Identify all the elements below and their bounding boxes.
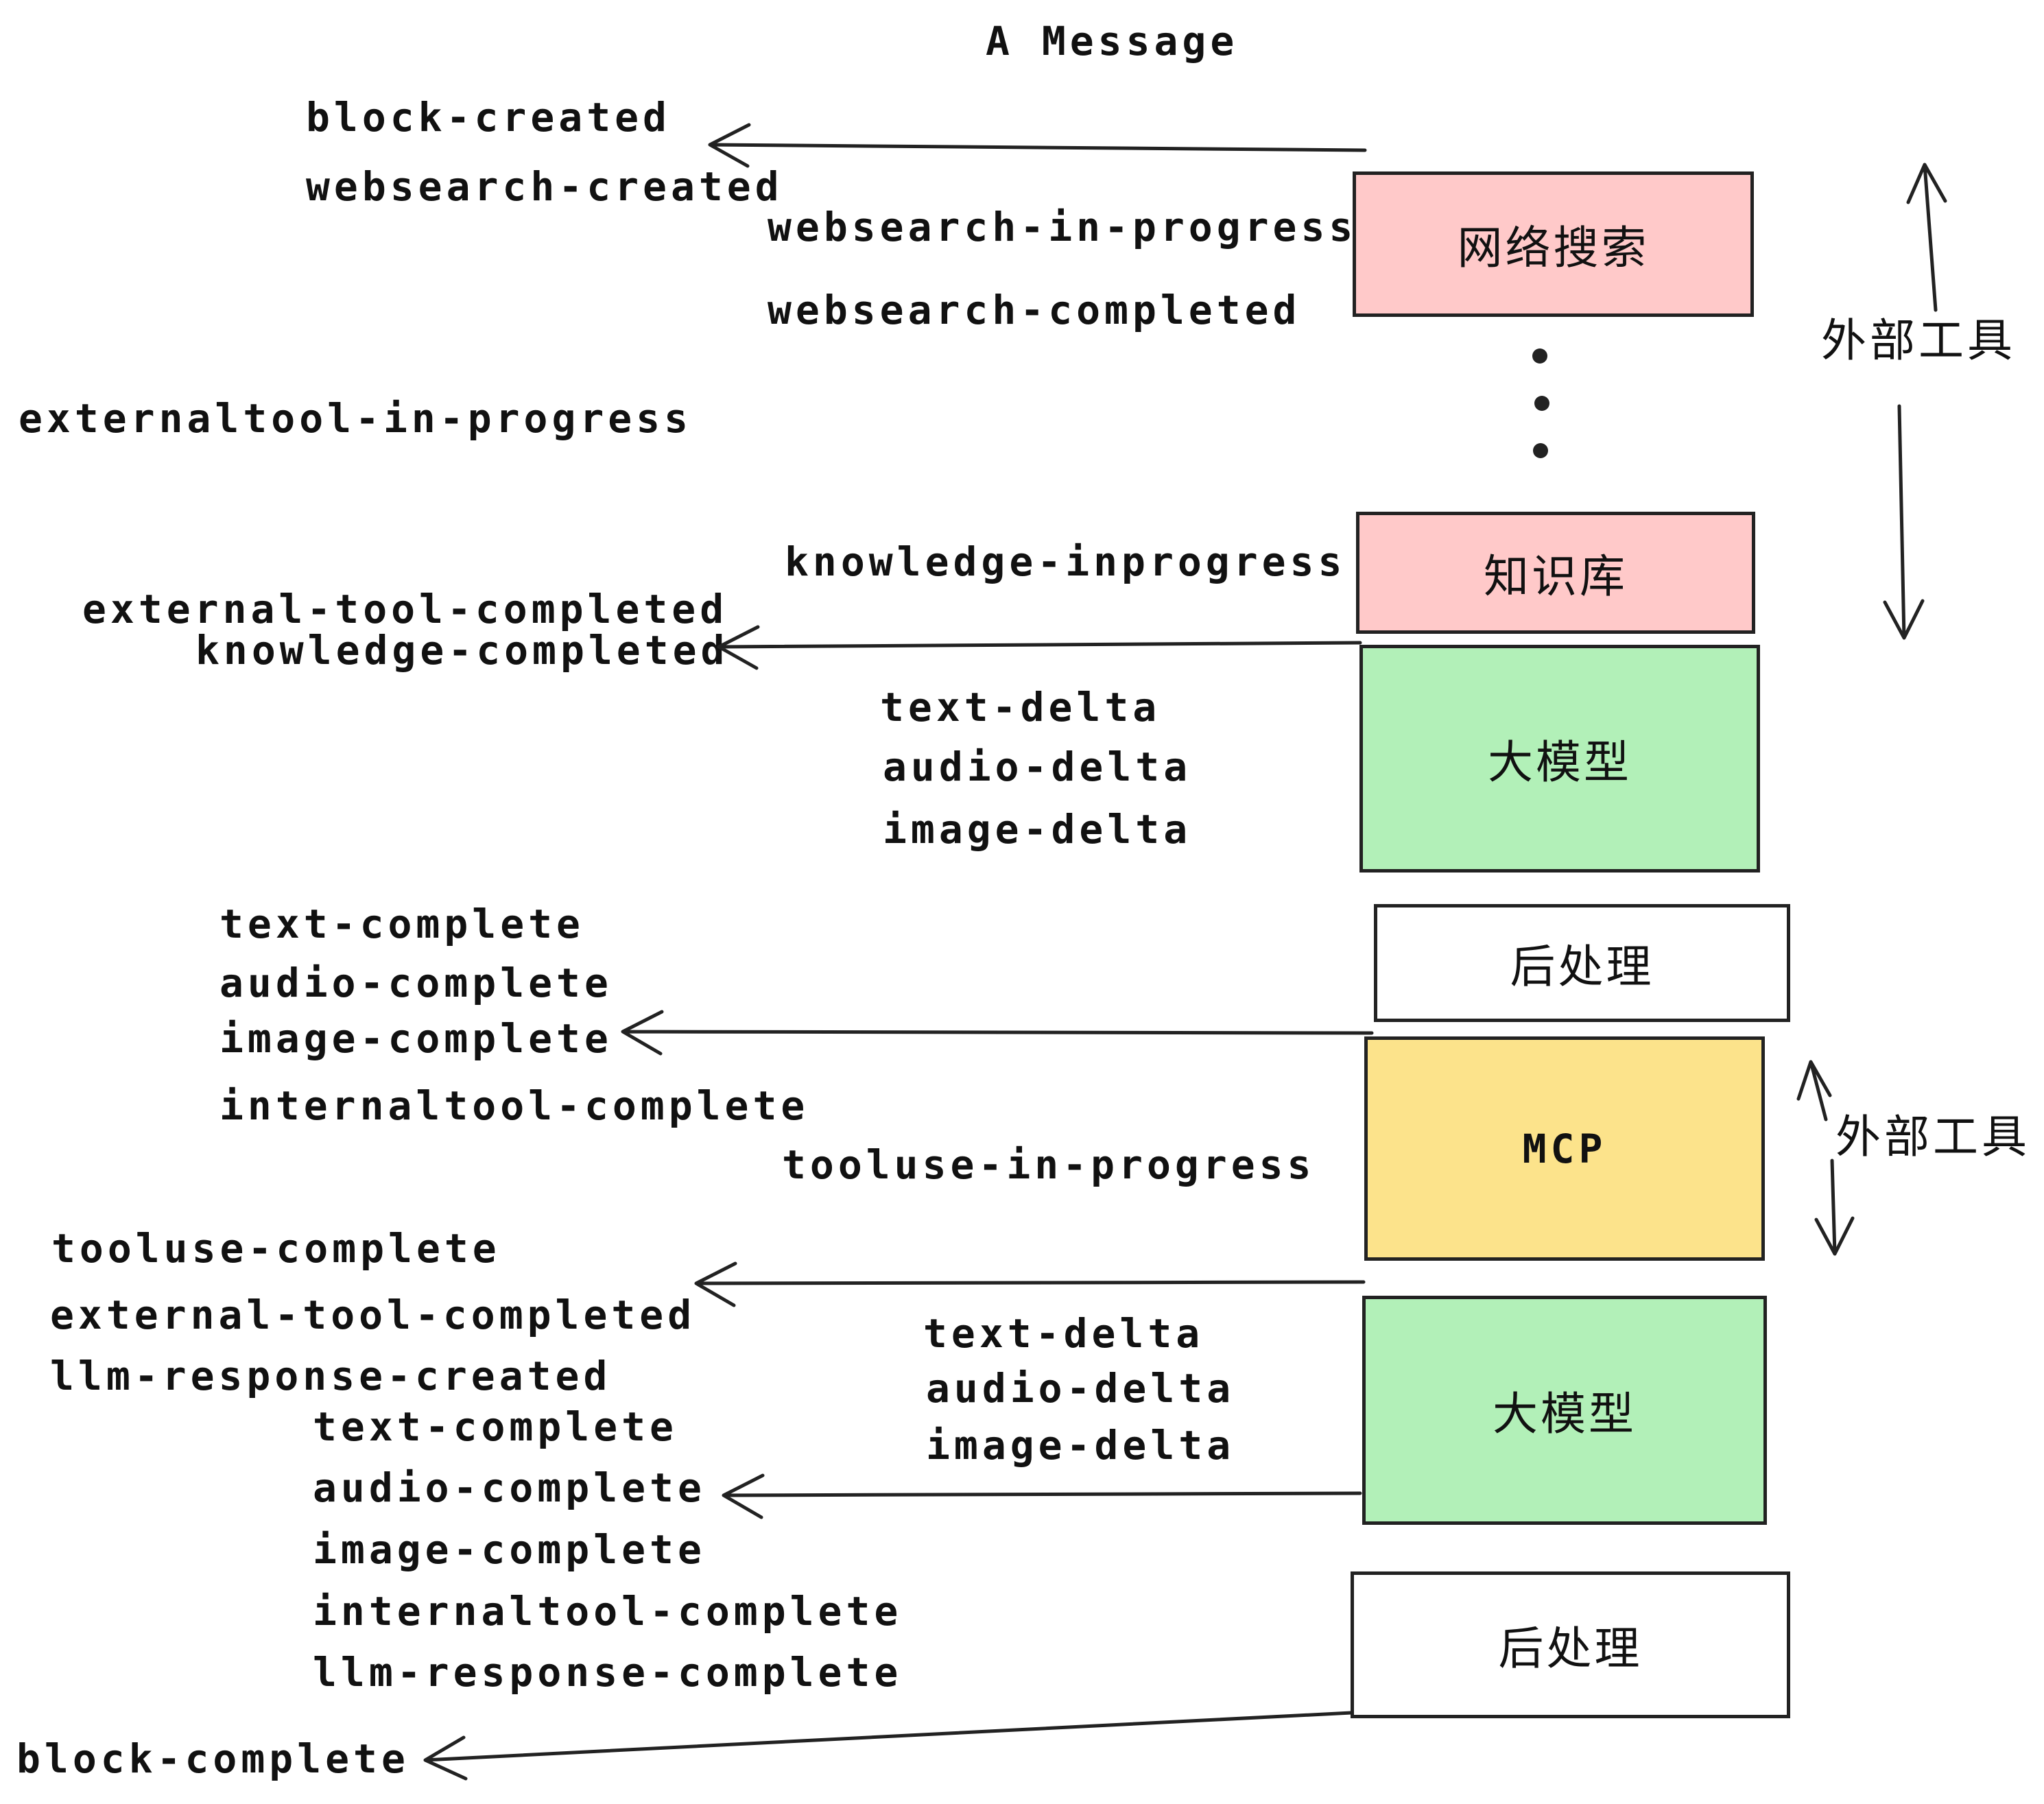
event-label-external-tool-completed-1: external-tool-completed	[82, 586, 728, 632]
event-label-externaltool-in-progress: externaltool-in-progress	[19, 395, 693, 442]
event-label-image-complete-2: image-complete	[313, 1526, 706, 1573]
event-label-audio-delta-1: audio-delta	[883, 744, 1192, 790]
external-tools-label-2: 外部工具	[1835, 1111, 2030, 1162]
arrow-to-block-complete	[423, 1711, 1353, 1781]
event-label-audio-complete-2: audio-complete	[313, 1464, 706, 1511]
node-llm-1: 大模型	[1359, 645, 1760, 873]
event-label-text-complete-1: text-complete	[219, 901, 584, 947]
event-label-websearch-in-progress: websearch-in-progress	[768, 204, 1357, 250]
event-label-image-complete-1: image-complete	[219, 1015, 613, 1062]
event-label-block-complete: block-complete	[16, 1735, 409, 1782]
event-label-audio-complete-1: audio-complete	[219, 960, 613, 1006]
event-label-websearch-created: websearch-created	[306, 163, 783, 210]
event-label-text-delta-2: text-delta	[923, 1310, 1204, 1357]
event-label-external-tool-completed-2: external-tool-completed	[50, 1292, 696, 1338]
node-mcp: MCP	[1364, 1036, 1765, 1261]
node-post-process-2: 后处理	[1351, 1571, 1790, 1718]
event-label-internaltool-complete-2: internaltool-complete	[313, 1588, 903, 1635]
event-label-tooluse-complete: tooluse-complete	[51, 1225, 501, 1272]
ellipsis-dots	[1532, 348, 1549, 458]
event-label-audio-delta-2: audio-delta	[926, 1365, 1235, 1412]
node-llm-2: 大模型	[1362, 1296, 1767, 1525]
event-label-tooluse-in-progress: tooluse-in-progress	[782, 1141, 1316, 1188]
event-label-image-delta-1: image-delta	[883, 806, 1192, 853]
diagram-title: A Message	[986, 18, 1239, 64]
event-label-internaltool-complete-1: internaltool-complete	[219, 1082, 809, 1129]
node-knowledge-base: 知识库	[1356, 512, 1755, 634]
event-label-block-created: block-created	[306, 94, 671, 141]
arrow-to-block-created	[708, 123, 1367, 168]
event-label-image-delta-2: image-delta	[926, 1422, 1235, 1469]
external-tools-label-1: 外部工具	[1821, 315, 2016, 366]
arrow-to-image-complete-1	[621, 1010, 1374, 1056]
event-label-knowledge-completed: knowledge-completed	[195, 627, 729, 674]
event-label-llm-response-created: llm-response-created	[50, 1353, 612, 1399]
arrow-to-audio-complete-2	[722, 1473, 1362, 1519]
event-label-knowledge-inprogress: knowledge-inprogress	[785, 538, 1346, 585]
event-label-llm-response-complete: llm-response-complete	[313, 1649, 903, 1696]
external-tools-up-arrow-1	[1906, 163, 1947, 312]
event-label-text-complete-2: text-complete	[313, 1403, 678, 1450]
arrow-to-tooluse-complete	[694, 1261, 1366, 1307]
node-web-search: 网络搜索	[1353, 171, 1754, 317]
external-tools-up-arrow-2	[1796, 1060, 1832, 1121]
event-label-text-delta-1: text-delta	[880, 684, 1161, 731]
external-tools-down-arrow-2	[1814, 1159, 1855, 1256]
node-post-process-1: 后处理	[1374, 904, 1790, 1022]
external-tools-down-arrow-1	[1883, 404, 1925, 640]
arrow-to-knowledge-completed	[717, 625, 1362, 670]
event-label-websearch-completed: websearch-completed	[768, 287, 1301, 333]
